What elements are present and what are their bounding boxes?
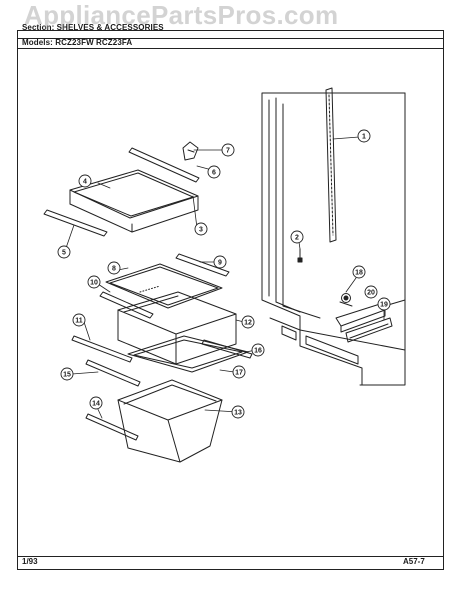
- rail-screw: [297, 248, 303, 263]
- svg-text:9: 9: [218, 260, 222, 267]
- svg-text:6: 6: [212, 170, 216, 177]
- svg-text:19: 19: [380, 302, 388, 309]
- svg-text:15: 15: [63, 372, 71, 379]
- callout-6: 6: [207, 165, 221, 179]
- svg-text:16: 16: [254, 348, 262, 355]
- svg-text:2: 2: [295, 235, 299, 242]
- slide-rail-11: [71, 335, 133, 363]
- rear-trim-6: [128, 147, 200, 183]
- svg-text:5: 5: [62, 250, 66, 257]
- top-shelf-frame: [69, 189, 199, 233]
- svg-text:17: 17: [235, 370, 243, 377]
- callout-17: 17: [232, 365, 246, 379]
- crisper-frame-tray: [127, 335, 253, 373]
- header-divider-bottom: [17, 48, 444, 49]
- temperature-knob: [339, 293, 353, 307]
- slide-rail-15: [85, 359, 141, 387]
- callout-20: 20: [364, 285, 378, 299]
- models-line: Models: RCZ23FW RCZ23FA: [22, 38, 133, 47]
- section-title: Section: SHELVES & ACCESSORIES: [22, 23, 164, 32]
- shelf-retainer-clip: [182, 141, 199, 161]
- callout-12: 12: [241, 315, 255, 329]
- crisper-cover-trim: [175, 253, 230, 277]
- callout-8: 8: [107, 261, 121, 275]
- callout-1: 1: [357, 129, 371, 143]
- lower-crisper-pan: [117, 379, 223, 463]
- callout-18: 18: [352, 265, 366, 279]
- callout-13: 13: [231, 405, 245, 419]
- svg-text:3: 3: [199, 227, 203, 234]
- callout-16: 16: [251, 343, 265, 357]
- footer-date: 1/93: [22, 557, 38, 566]
- callout-4: 4: [78, 174, 92, 188]
- svg-text:12: 12: [244, 320, 252, 327]
- svg-text:10: 10: [90, 280, 98, 287]
- callout-9: 9: [213, 255, 227, 269]
- svg-text:14: 14: [92, 401, 100, 408]
- footer-divider: [17, 556, 444, 557]
- svg-text:7: 7: [226, 148, 230, 155]
- svg-text:4: 4: [83, 179, 87, 186]
- callout-5: 5: [57, 245, 71, 259]
- front-trim-5: [43, 209, 108, 237]
- callout-7: 7: [221, 143, 235, 157]
- footer-page-code: A57-7: [403, 557, 425, 566]
- cabinet-interior: [261, 92, 406, 386]
- svg-text:11: 11: [75, 318, 83, 325]
- header-divider-top: [17, 38, 444, 39]
- callout-11: 11: [72, 313, 86, 327]
- svg-text:1: 1: [362, 134, 366, 141]
- slide-rail-14: [85, 413, 139, 441]
- svg-text:18: 18: [355, 270, 363, 277]
- diagram-frame: [17, 30, 444, 570]
- crisper-side-trim: [99, 291, 154, 319]
- callout-15: 15: [60, 367, 74, 381]
- callout-2: 2: [290, 230, 304, 244]
- crisper-cover-glass: [105, 263, 223, 309]
- svg-text:8: 8: [112, 266, 116, 273]
- cover-support-bracket: [345, 317, 393, 343]
- svg-text:13: 13: [234, 410, 242, 417]
- crisper-pan-upper: [117, 291, 237, 365]
- svg-text:20: 20: [367, 290, 375, 297]
- callout-19: 19: [377, 297, 391, 311]
- callout-3: 3: [194, 222, 208, 236]
- shelf-ladder-rail: [325, 87, 337, 243]
- watermark-text: AppliancePartsPros.com: [24, 0, 339, 30]
- callout-markers: 1 2 3 4 5 6 7: [57, 129, 391, 419]
- callout-10: 10: [87, 275, 101, 289]
- callout-14: 14: [89, 396, 103, 410]
